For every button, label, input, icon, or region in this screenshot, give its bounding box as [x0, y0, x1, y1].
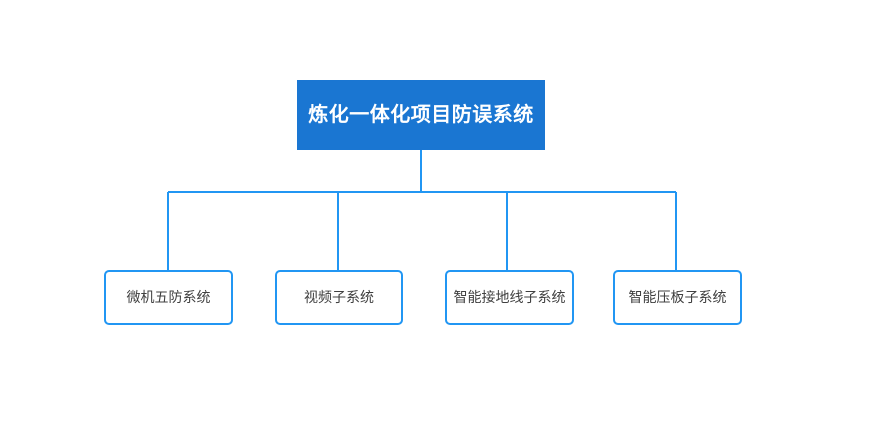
node-child-label: 智能接地线子系统 [453, 289, 566, 306]
node-root-label: 炼化一体化项目防误系统 [308, 104, 534, 126]
node-child-label: 智能压板子系统 [628, 289, 727, 306]
node-child-zhineng-jiedixian[interactable]: 智能接地线子系统 [445, 270, 574, 325]
node-child-zhineng-yaban[interactable]: 智能压板子系统 [613, 270, 742, 325]
node-child-weiji-wufang[interactable]: 微机五防系统 [104, 270, 233, 325]
node-root[interactable]: 炼化一体化项目防误系统 [297, 80, 545, 150]
node-child-shipin[interactable]: 视频子系统 [275, 270, 403, 325]
node-child-label: 视频子系统 [304, 289, 374, 306]
node-child-label: 微机五防系统 [126, 289, 211, 306]
